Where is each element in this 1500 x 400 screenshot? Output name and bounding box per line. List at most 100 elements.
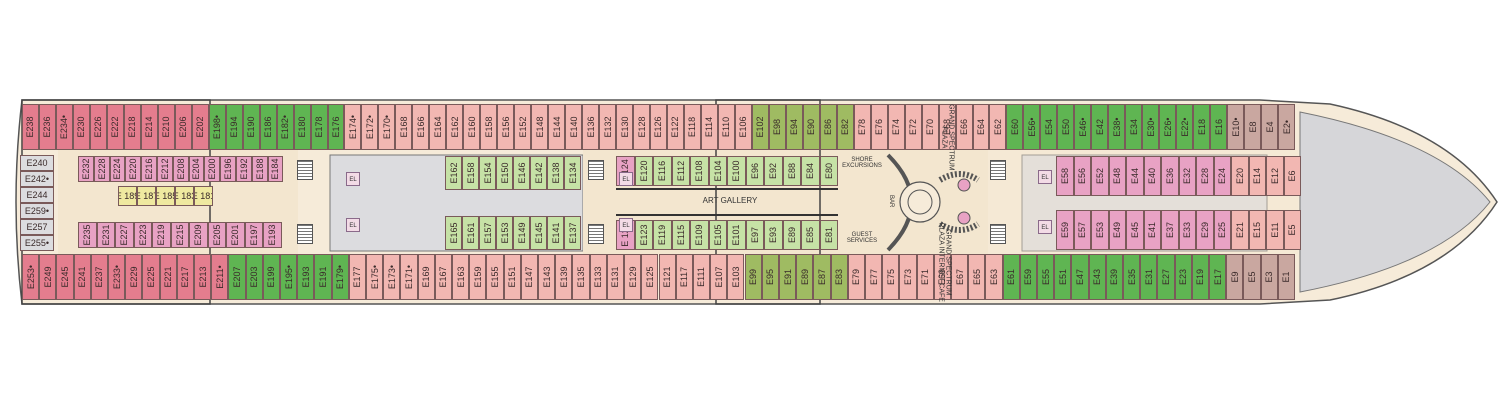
cabin-e182[interactable]: E182•: [276, 104, 294, 150]
cabin-e238[interactable]: E238: [22, 104, 39, 150]
cabin-e107[interactable]: E107: [710, 254, 728, 300]
cabin-e77[interactable]: E77: [864, 254, 883, 300]
cabin-e44[interactable]: E44: [1126, 156, 1144, 196]
cabin-e207[interactable]: E207: [228, 254, 246, 300]
cabin-e209[interactable]: E209: [189, 222, 208, 248]
cabin-e43[interactable]: E43: [1088, 254, 1106, 300]
stern-cabin-e259[interactable]: E259•: [20, 203, 54, 219]
cabin-e1[interactable]: E1: [1277, 254, 1295, 300]
cabin-e226[interactable]: E226: [89, 104, 107, 150]
cabin-e83[interactable]: E83: [830, 254, 848, 300]
cabin-e78[interactable]: E78: [853, 104, 871, 150]
cabin-e121[interactable]: E121: [658, 254, 676, 300]
cabin-e24[interactable]: E24: [1213, 156, 1231, 196]
cabin-e159[interactable]: E159: [469, 254, 487, 300]
cabin-e181[interactable]: E 181: [194, 186, 213, 206]
cabin-e115[interactable]: E115: [671, 220, 690, 250]
cabin-e25[interactable]: E25: [1213, 210, 1231, 250]
cabin-e178[interactable]: E178: [310, 104, 328, 150]
cabin-e204[interactable]: E204: [188, 156, 205, 182]
cabin-e187[interactable]: E 187: [137, 186, 156, 206]
cabin-e60[interactable]: E60: [1006, 104, 1024, 150]
cabin-e63[interactable]: E63: [985, 254, 1003, 300]
cabin-e157[interactable]: E157: [479, 216, 496, 250]
cabin-e224[interactable]: E224: [109, 156, 126, 182]
cabin-e123[interactable]: E123: [634, 220, 653, 250]
cabin-e101[interactable]: E101: [727, 220, 746, 250]
cabin-e235[interactable]: E235: [78, 222, 97, 248]
cabin-e85[interactable]: E85: [801, 220, 820, 250]
cabin-e118[interactable]: E118: [683, 104, 701, 150]
cabin-e144[interactable]: E144: [548, 104, 566, 150]
cabin-e59[interactable]: E59: [1056, 210, 1074, 250]
cabin-e158[interactable]: E158: [480, 104, 498, 150]
cabin-e139[interactable]: E139: [555, 254, 573, 300]
cabin-e133[interactable]: E133: [589, 254, 607, 300]
cabin-e59[interactable]: E59: [1019, 254, 1037, 300]
cabin-e173[interactable]: E173•: [383, 254, 401, 300]
cabin-e229[interactable]: E229: [125, 254, 143, 300]
stern-cabin-e242[interactable]: E242•: [20, 171, 54, 187]
cabin-e230[interactable]: E230: [72, 104, 90, 150]
cabin-e225[interactable]: E225: [142, 254, 160, 300]
cabin-e219[interactable]: E219: [152, 222, 171, 248]
cabin-e94[interactable]: E94: [785, 104, 803, 150]
cabin-e46[interactable]: E46•: [1074, 104, 1092, 150]
cabin-e28[interactable]: E28: [1196, 156, 1214, 196]
cabin-e18[interactable]: E18: [1193, 104, 1211, 150]
cabin-e241[interactable]: E241: [73, 254, 91, 300]
cabin-e74[interactable]: E74: [887, 104, 905, 150]
cabin-e97[interactable]: E97: [745, 220, 764, 250]
cabin-e175[interactable]: E175•: [366, 254, 384, 300]
cabin-e145[interactable]: E145: [530, 216, 547, 250]
cabin-e50[interactable]: E50: [1057, 104, 1075, 150]
cabin-e212[interactable]: E212: [157, 156, 173, 182]
cabin-e142[interactable]: E142: [530, 156, 547, 190]
cabin-e93[interactable]: E93: [764, 220, 783, 250]
cabin-e150[interactable]: E150: [496, 156, 513, 190]
cabin-e26[interactable]: E26•: [1159, 104, 1177, 150]
cabin-e125[interactable]: E125: [641, 254, 659, 300]
cabin-e158[interactable]: E158: [462, 156, 479, 190]
cabin-e183[interactable]: E 183: [175, 186, 194, 206]
cabin-e138[interactable]: E138: [547, 156, 564, 190]
cabin-e42[interactable]: E42: [1091, 104, 1109, 150]
cabin-e31[interactable]: E31: [1140, 254, 1158, 300]
cabin-e131[interactable]: E131: [606, 254, 625, 300]
cabin-e169[interactable]: E169: [417, 254, 435, 300]
cabin-e66[interactable]: E66: [955, 104, 973, 150]
cabin-e32[interactable]: E32: [1178, 156, 1196, 196]
cabin-e165[interactable]: E165: [445, 216, 462, 250]
cabin-e2[interactable]: E2•: [1278, 104, 1295, 150]
cabin-e12[interactable]: E12: [1266, 156, 1284, 196]
cabin-e197[interactable]: E197: [244, 222, 263, 248]
cabin-e153[interactable]: E153: [496, 216, 513, 250]
cabin-e191[interactable]: E191: [314, 254, 332, 300]
cabin-e21[interactable]: E21: [1231, 210, 1249, 250]
cabin-e179[interactable]: E179•: [331, 254, 349, 300]
cabin-e104[interactable]: E104: [708, 156, 727, 186]
cabin-e112[interactable]: E112: [671, 156, 690, 186]
cabin-e6[interactable]: E6: [1283, 156, 1301, 196]
cabin-e168[interactable]: E168: [395, 104, 413, 150]
cabin-e205[interactable]: E205: [207, 222, 226, 248]
cabin-e58[interactable]: E58: [1056, 156, 1074, 196]
cabin-e199[interactable]: E199: [262, 254, 281, 300]
cabin-e119[interactable]: E119: [653, 220, 672, 250]
cabin-e140[interactable]: E140: [565, 104, 583, 150]
cabin-e220[interactable]: E220: [125, 156, 142, 182]
cabin-e193[interactable]: E193: [263, 222, 282, 248]
cabin-e171[interactable]: E171•: [400, 254, 418, 300]
cabin-e137[interactable]: E137: [564, 216, 581, 250]
cabin-e152[interactable]: E152: [514, 104, 532, 150]
cabin-e3[interactable]: E3: [1260, 254, 1278, 300]
cabin-e155[interactable]: E155: [486, 254, 504, 300]
cabin-e76[interactable]: E76: [870, 104, 888, 150]
cabin-e128[interactable]: E128: [633, 104, 650, 150]
cabin-e160[interactable]: E160: [463, 104, 481, 150]
cabin-e67[interactable]: E67: [950, 254, 969, 300]
cabin-e33[interactable]: E33: [1178, 210, 1196, 250]
cabin-e122[interactable]: E122: [666, 104, 684, 150]
cabin-e55[interactable]: E55: [1036, 254, 1055, 300]
cabin-e213[interactable]: E213: [194, 254, 212, 300]
